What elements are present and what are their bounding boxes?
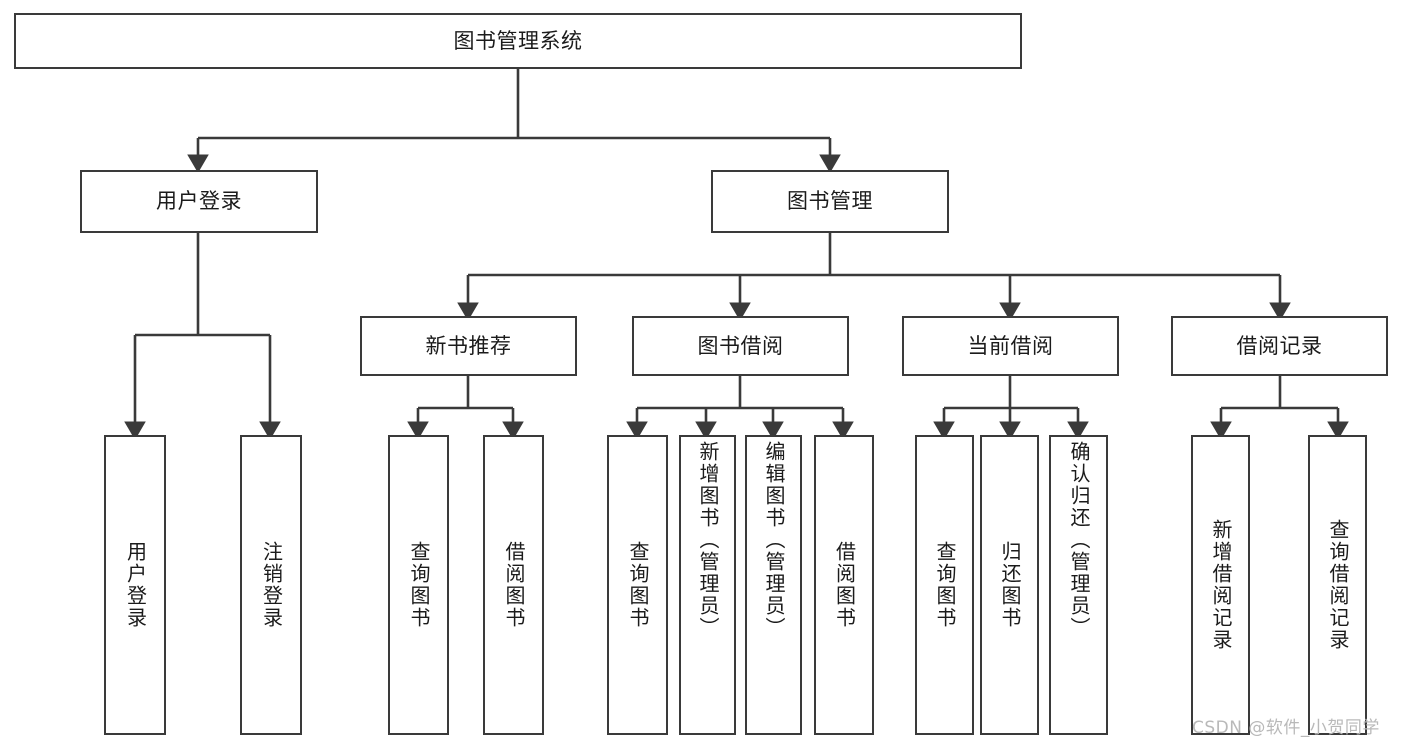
node-label: 图书管理系统 bbox=[453, 28, 583, 53]
node-borrow-record[interactable]: 借阅记录 bbox=[1171, 316, 1388, 376]
node-new-book-recommend[interactable]: 新书推荐 bbox=[360, 316, 577, 376]
node-label: 查询借阅记录 bbox=[1326, 519, 1350, 651]
node-label: 查询图书 bbox=[407, 541, 431, 629]
leaf-query-book-borrow[interactable]: 查询图书 bbox=[607, 435, 668, 735]
node-label: 借阅图书 bbox=[832, 541, 857, 629]
node-user-login[interactable]: 用户登录 bbox=[80, 170, 318, 233]
leaf-query-book-current[interactable]: 查询图书 bbox=[915, 435, 974, 735]
node-label: 图书管理 bbox=[787, 189, 873, 214]
node-label: 图书借阅 bbox=[697, 333, 784, 358]
leaf-borrow-book-recommend[interactable]: 借阅图书 bbox=[483, 435, 544, 735]
leaf-borrow-book[interactable]: 借阅图书 bbox=[814, 435, 874, 735]
watermark-text: CSDN @软件_小贺同学 bbox=[1192, 718, 1380, 738]
node-label: 用户登录 bbox=[123, 541, 148, 629]
leaf-user-login[interactable]: 用户登录 bbox=[104, 435, 166, 735]
node-label: 编辑图书（管理员） bbox=[762, 441, 786, 639]
node-label: 借阅记录 bbox=[1236, 333, 1323, 358]
leaf-confirm-return-admin[interactable]: 确认归还（管理员） bbox=[1049, 435, 1108, 735]
node-label: 新增借阅记录 bbox=[1209, 519, 1233, 651]
node-root-system[interactable]: 图书管理系统 bbox=[14, 13, 1022, 69]
node-current-borrow[interactable]: 当前借阅 bbox=[902, 316, 1119, 376]
node-label: 新书推荐 bbox=[425, 333, 512, 358]
node-label: 当前借阅 bbox=[967, 333, 1054, 358]
node-label: 注销登录 bbox=[259, 541, 284, 629]
leaf-logout-login[interactable]: 注销登录 bbox=[240, 435, 302, 735]
leaf-return-book[interactable]: 归还图书 bbox=[980, 435, 1039, 735]
leaf-query-borrow-record[interactable]: 查询借阅记录 bbox=[1308, 435, 1367, 735]
leaf-add-book-admin[interactable]: 新增图书（管理员） bbox=[679, 435, 736, 735]
node-label: 用户登录 bbox=[156, 189, 242, 214]
node-label: 借阅图书 bbox=[502, 541, 526, 629]
leaf-edit-book-admin[interactable]: 编辑图书（管理员） bbox=[745, 435, 802, 735]
node-label: 新增图书（管理员） bbox=[696, 441, 720, 639]
leaf-add-borrow-record[interactable]: 新增借阅记录 bbox=[1191, 435, 1250, 735]
node-label: 确认归还（管理员） bbox=[1067, 441, 1091, 639]
node-label: 查询图书 bbox=[626, 541, 650, 629]
node-label: 查询图书 bbox=[933, 541, 957, 629]
node-label: 归还图书 bbox=[998, 541, 1022, 629]
leaf-query-book-recommend[interactable]: 查询图书 bbox=[388, 435, 449, 735]
node-book-management[interactable]: 图书管理 bbox=[711, 170, 949, 233]
node-book-borrow[interactable]: 图书借阅 bbox=[632, 316, 849, 376]
